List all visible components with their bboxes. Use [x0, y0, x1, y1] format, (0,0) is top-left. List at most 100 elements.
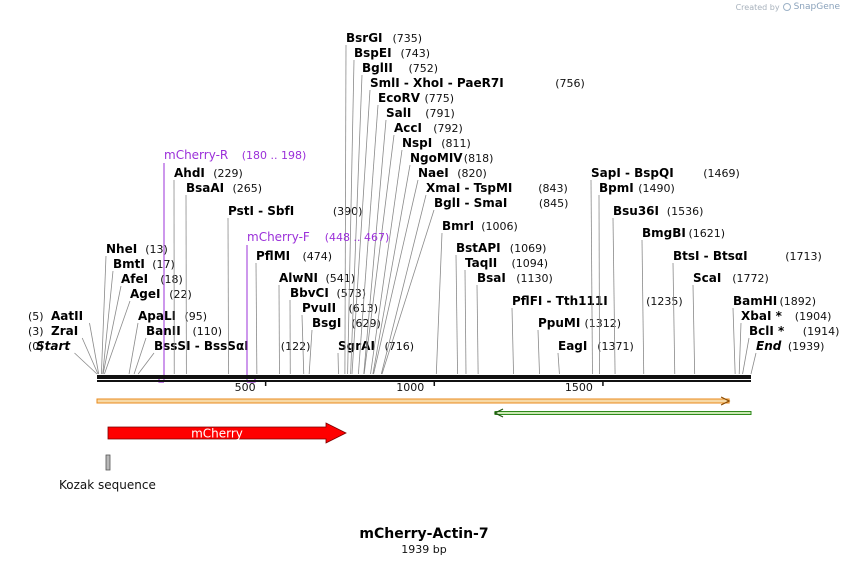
enzyme-label-afei: AfeI — [121, 272, 148, 286]
enzyme-label-pflfi: PflFI - Tth111I — [512, 294, 608, 308]
enzyme-stem-bcli — [742, 337, 750, 375]
plasmid-name: mCherry-Actin-7 — [359, 526, 489, 542]
map-title-block: mCherry-Actin-7 1939 bp — [0, 526, 848, 556]
enzyme-stem-nhei — [100, 255, 107, 375]
enzyme-label-bsai: BsaI — [477, 271, 506, 285]
enzyme-position-sali: (791) — [425, 107, 455, 120]
enzyme-position-zrai: (3) — [28, 325, 44, 338]
enzyme-position-xmai: (843) — [538, 182, 568, 195]
ruler-tick-label-1500: 1500 — [565, 381, 593, 394]
enzyme-position-bmgbi: (1621) — [689, 227, 726, 240]
enzyme-position-start: (0) — [28, 340, 44, 353]
enzyme-position-sapi: (1469) — [703, 167, 740, 180]
enzyme-label-pflmi: PflMI — [256, 249, 290, 263]
enzyme-stem-bglii — [350, 74, 363, 375]
enzyme-stem-bmti — [102, 270, 114, 375]
enzyme-label-smli: SmlI - XhoI - PaeR7I — [370, 76, 504, 90]
enzyme-position-bcli: (1914) — [803, 325, 840, 338]
enzyme-position-bbvci: (573) — [337, 287, 367, 300]
enzyme-stem-smli — [351, 89, 371, 375]
enzyme-label-bsrgi: BsrGI — [346, 31, 383, 45]
enzyme-stem-bgli — [381, 209, 435, 375]
enzyme-position-bsai: (1130) — [516, 272, 553, 285]
enzyme-label-bsaai: BsaAI — [186, 181, 224, 195]
enzyme-stem-ppumi — [537, 329, 540, 375]
enzyme-position-pflfi: (1235) — [646, 295, 683, 308]
enzyme-stem-bsai — [476, 284, 479, 375]
enzyme-label-bgli: BglI - SmaI — [434, 196, 507, 210]
backbone-top-strand — [97, 375, 751, 379]
watermark: Created by SnapGene — [736, 2, 840, 12]
enzyme-stem-bmgbi — [641, 239, 645, 375]
enzyme-label-bmti: BmtI — [113, 257, 145, 271]
enzyme-stem-nspi — [370, 149, 403, 375]
enzyme-stem-sali — [363, 119, 387, 375]
enzyme-position-ngomiv: (818) — [464, 152, 494, 165]
enzyme-label-sapi: SapI - BspQI — [591, 166, 674, 180]
enzyme-position-acci: (792) — [433, 122, 463, 135]
enzyme-position-bsgi: (629) — [351, 317, 381, 330]
enzyme-stem-ecorv — [357, 104, 379, 375]
enzyme-label-nspi: NspI — [402, 136, 432, 150]
enzyme-position-naei: (820) — [457, 167, 487, 180]
enzyme-position-bsu36i: (1536) — [667, 205, 704, 218]
enzyme-label-bsssi: BssSI - BssSαI — [154, 339, 249, 353]
feature-arrow-mcherry — [107, 422, 347, 444]
enzyme-stem-apali — [128, 322, 139, 375]
enzyme-position-agei: (22) — [169, 288, 192, 301]
enzyme-position-ecorv: (775) — [425, 92, 455, 105]
enzyme-label-eagi: EagI — [558, 339, 587, 353]
enzyme-stem-bmri — [435, 232, 443, 375]
enzyme-label-bamhi: BamHI — [733, 294, 777, 308]
feature-orange-arrowhead — [720, 396, 731, 406]
enzyme-label-alwni: AlwNI — [279, 271, 318, 285]
enzyme-label-end: End — [756, 339, 782, 353]
enzyme-stem-start — [74, 352, 98, 375]
watermark-brand: SnapGene — [793, 2, 840, 12]
enzyme-stem-psti — [227, 217, 229, 375]
enzyme-position-nhei: (13) — [145, 243, 168, 256]
enzyme-label-bpmi: BpmI — [599, 181, 634, 195]
enzyme-label-zrai: ZraI — [51, 324, 78, 338]
enzyme-label-ngomiv: NgoMIV — [410, 151, 463, 165]
enzyme-label-pvuii: PvuII — [302, 301, 336, 315]
feature-box-kozak-sequence — [105, 454, 111, 471]
enzyme-position-bamhi: (1892) — [780, 295, 817, 308]
snapgene-logo-icon — [782, 3, 791, 11]
enzyme-label-naei: NaeI — [418, 166, 449, 180]
enzyme-position-btsi: (1713) — [785, 250, 822, 263]
enzyme-stem-xbai — [738, 322, 742, 375]
enzyme-position-eagi: (1371) — [597, 340, 634, 353]
watermark-created-by: Created by — [735, 2, 780, 12]
enzyme-stem-pvuii — [301, 314, 305, 375]
enzyme-label-sali: SalI — [386, 106, 411, 120]
enzyme-position-bsrgi: (735) — [393, 32, 423, 45]
primer-range-mcherry-r: (180 .. 198) — [242, 149, 307, 162]
enzyme-label-bspei: BspEI — [354, 46, 392, 60]
enzyme-stem-bpmi — [598, 194, 600, 375]
enzyme-label-bcli: BclI * — [749, 324, 785, 338]
primer-label-mcherry-r: mCherry-R — [164, 148, 228, 162]
enzyme-label-bstapi: BstAPI — [456, 241, 501, 255]
enzyme-label-taqii: TaqII — [465, 256, 497, 270]
enzyme-label-xbai: XbaI * — [741, 309, 783, 323]
enzyme-label-btsi: BtsI - BtsαI — [673, 249, 748, 263]
enzyme-label-ahdi: AhdI — [174, 166, 205, 180]
enzyme-position-ahdi: (229) — [213, 167, 243, 180]
enzyme-stem-end — [750, 352, 757, 375]
feature-label-mcherry: mCherry — [191, 427, 243, 441]
enzyme-stem-bsgi — [308, 329, 313, 375]
enzyme-stem-bstapi — [455, 254, 458, 375]
ruler-tick-label-500: 500 — [235, 381, 256, 394]
enzyme-label-banii: BanII — [146, 324, 181, 338]
plasmid-length: 1939 bp — [401, 543, 447, 556]
enzyme-position-bmti: (17) — [152, 258, 175, 271]
enzyme-stem-scai — [692, 284, 696, 375]
enzyme-stem-acci — [363, 134, 395, 375]
enzyme-position-pflmi: (474) — [303, 250, 333, 263]
enzyme-stem-pflfi — [511, 307, 514, 375]
primer-label-mcherry-f: mCherry-F — [247, 230, 310, 244]
enzyme-label-apali: ApaLI — [138, 309, 176, 323]
ruler-tick-label-1000: 1000 — [396, 381, 424, 394]
